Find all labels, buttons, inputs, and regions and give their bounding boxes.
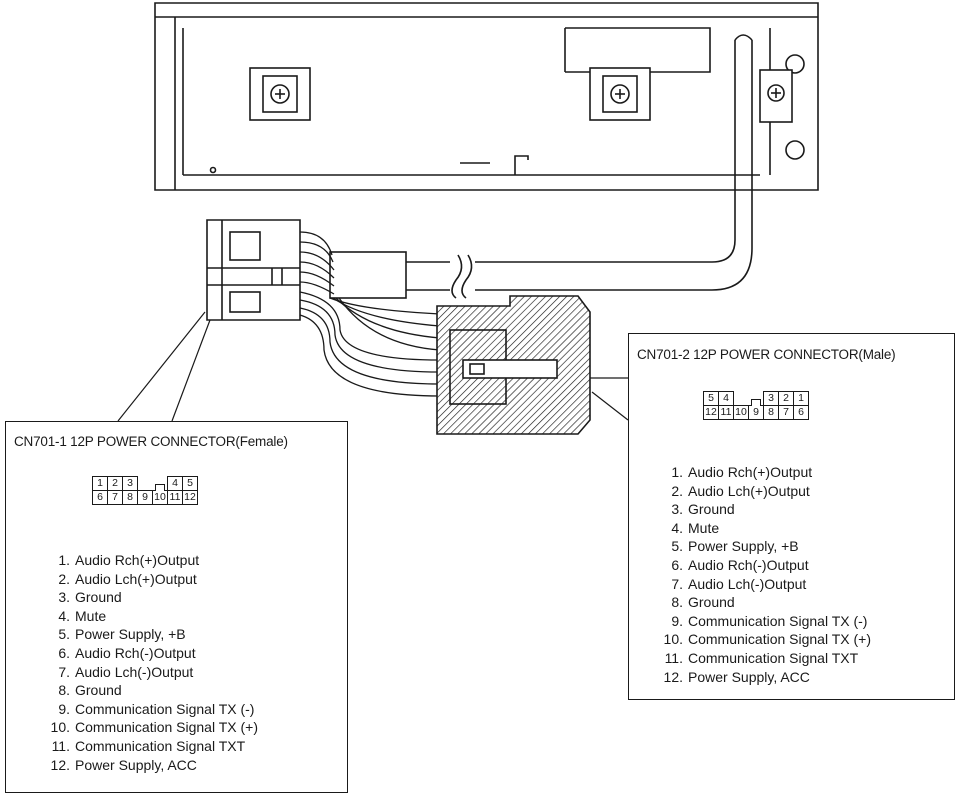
pin-cell: 12 [703,405,719,420]
pin-cell: 5 [182,476,198,491]
head-unit-chassis [154,2,819,191]
pin-cell: 9 [748,405,764,420]
side-bracket-screw [759,69,793,123]
pin-cell: 1 [793,391,809,406]
pin-cell: 6 [92,490,108,505]
harness-cable [329,34,753,299]
mounting-bracket-left [249,67,311,121]
female-connector-panel: CN701-1 12P POWER CONNECTOR(Female) 1 2 … [5,421,348,793]
list-item: 7.Audio Lch(-)Output [58,663,194,680]
list-item: 2.Audio Lch(+)Output [58,570,197,587]
pin-cell: 3 [122,476,138,491]
pin-cell: 1 [92,476,108,491]
connector-wires [299,231,441,397]
pin-cell: 12 [182,490,198,505]
list-item: 2.Audio Lch(+)Output [671,482,810,499]
pin-cell: 3 [763,391,779,406]
female-pin-list: 1.Audio Rch(+)Output 2.Audio Lch(+)Outpu… [44,551,258,774]
list-item: 8.Ground [671,594,735,611]
list-item: 5.Power Supply, +B [58,626,186,643]
list-item: 6.Audio Rch(-)Output [58,644,196,661]
pin-cell: 4 [718,391,734,406]
list-item: 12.Power Supply, ACC [663,668,810,685]
list-item: 3.Ground [671,501,735,518]
pin-cell: 5 [703,391,719,406]
list-item: 4.Mute [671,519,720,536]
key-notch [749,392,764,406]
list-item: 12.Power Supply, ACC [50,756,197,773]
pin-cell: 2 [107,476,123,491]
list-item: 6.Audio Rch(-)Output [671,556,809,573]
pin-cell: 4 [167,476,183,491]
pin-cell: 10 [733,405,749,420]
list-item: 9.Communication Signal TX (-) [671,612,868,629]
pin-cell-blank [137,476,153,491]
list-item: 11.Communication Signal TXT [664,649,859,666]
pin-cell: 7 [107,490,123,505]
pin-cell: 10 [152,490,168,505]
pin-cell: 8 [763,405,779,420]
pin-cell: 6 [793,405,809,420]
female-pin-grid: 1 2 3 4 5 6 7 8 9 10 11 12 [92,476,198,505]
pin-cell: 9 [137,490,153,505]
list-item: 1.Audio Rch(+)Output [671,464,813,480]
list-item: 10.Communication Signal TX (+) [663,631,871,648]
key-notch [153,477,168,491]
list-item: 10.Communication Signal TX (+) [50,719,258,736]
pin-cell: 11 [167,490,183,505]
list-item: 8.Ground [58,682,122,699]
pin-cell: 2 [778,391,794,406]
list-item: 4.Mute [58,607,107,624]
list-item: 7.Audio Lch(-)Output [671,575,807,592]
male-connector [436,295,591,435]
male-connector-title: CN701-2 12P POWER CONNECTOR(Male) [637,347,896,362]
list-item: 11.Communication Signal TXT [51,737,246,754]
list-item: 9.Communication Signal TX (-) [58,700,255,717]
female-connector [206,219,301,321]
mounting-bracket-right [589,67,651,121]
male-pin-grid: 5 4 3 2 1 12 11 10 9 8 7 6 [703,391,809,420]
list-item: 3.Ground [58,589,122,606]
male-connector-panel: CN701-2 12P POWER CONNECTOR(Male) 5 4 3 … [628,333,955,700]
list-item: 1.Audio Rch(+)Output [58,552,200,568]
pin-cell: 11 [718,405,734,420]
pin-cell: 8 [122,490,138,505]
pin-cell-blank [733,391,749,406]
pin-cell: 7 [778,405,794,420]
leader-lines [117,311,629,422]
list-item: 5.Power Supply, +B [671,538,799,555]
male-pin-list: 1.Audio Rch(+)Output 2.Audio Lch(+)Outpu… [657,463,871,686]
female-connector-title: CN701-1 12P POWER CONNECTOR(Female) [14,434,288,449]
